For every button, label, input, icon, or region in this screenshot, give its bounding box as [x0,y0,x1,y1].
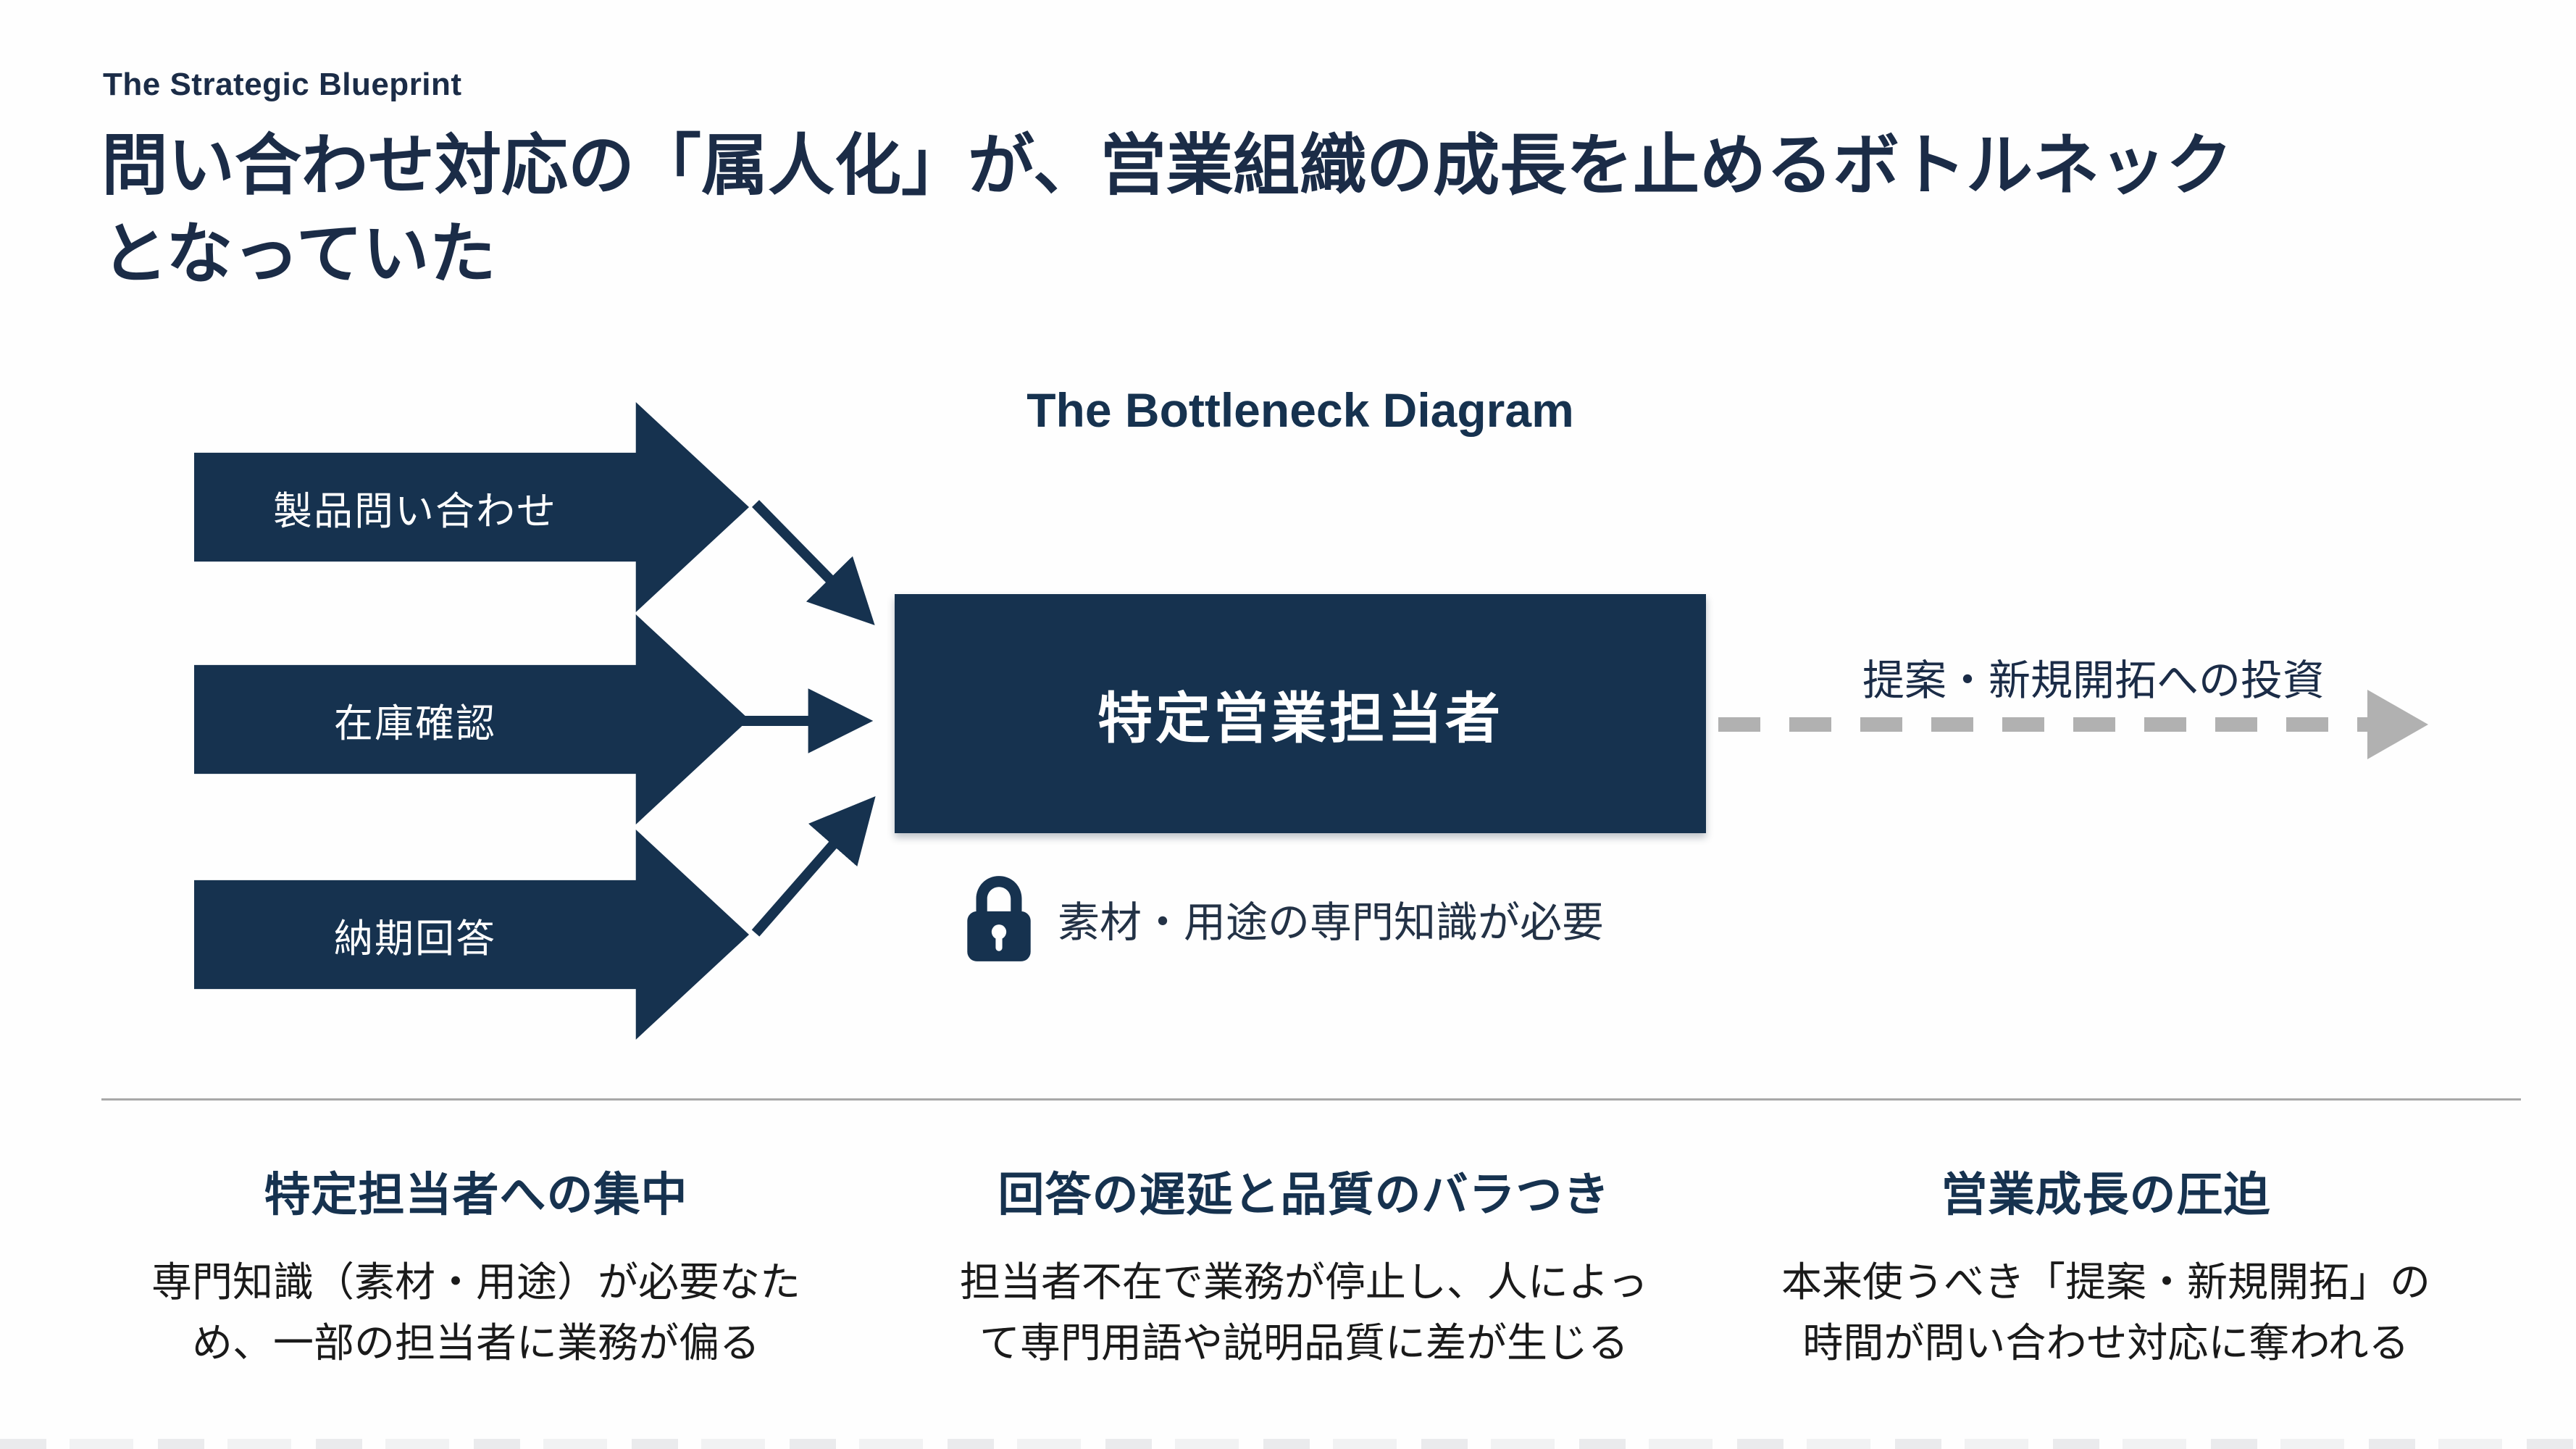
issue-heading: 特定担当者への集中 [264,1169,688,1221]
input-arrow-stock: 在庫確認 [194,614,749,824]
input-arrow-label: 在庫確認 [334,701,496,746]
issue-body: 本来使うべき「提案・新規開拓」の 時間が問い合わせ対応に奪われる [1781,1259,2430,1366]
diagram-heading: The Bottleneck Diagram [1026,383,1574,437]
issue-column-delay-quality: 回答の遅延と品質のバラつき 担当者不在で業務が停止し、人によっ て専門用語や説明… [906,1158,1702,1374]
issue-body: 専門知識（素材・用途）が必要なた め、一部の担当者に業務が偏る [151,1259,800,1366]
lock-icon [967,876,1031,961]
connector-bottom-icon [751,796,876,937]
lock-note-text: 素材・用途の専門知識が必要 [1058,899,1605,946]
output-arrow-label: 提案・新規開拓への投資 [1862,657,2325,704]
input-arrow-label: 納期回答 [334,916,496,961]
input-arrow-product: 製品問い合わせ [194,402,749,612]
cropped-text-artifact [0,1439,2576,1449]
issue-heading: 回答の遅延と品質のバラつき [998,1169,1610,1221]
issue-heading: 営業成長の圧迫 [1941,1169,2271,1221]
issue-body: 担当者不在で業務が停止し、人によっ て専門用語や説明品質に差が生じる [959,1259,1649,1366]
issue-column-concentration: 特定担当者への集中 専門知識（素材・用途）が必要なた め、一部の担当者に業務が偏… [78,1158,874,1374]
bottleneck-box: 特定営業担当者 [895,594,1706,833]
input-arrow-label: 製品問い合わせ [273,489,557,533]
issue-column-growth-pressure: 営業成長の圧迫 本来使うべき「提案・新規開拓」の 時間が問い合わせ対応に奪われる [1707,1158,2504,1374]
eyebrow-label: The Strategic Blueprint [103,67,462,102]
connector-top-icon [752,500,875,625]
input-arrow-delivery: 納期回答 [194,830,749,1040]
lock-note: 素材・用途の専門知識が必要 [962,868,1604,969]
section-divider [101,1098,2521,1101]
bottleneck-label: 特定営業担当者 [1097,688,1503,750]
slide-title: 問い合わせ対応の「属人化」が、営業組織の成長を止めるボトルネック となっていた [101,129,2233,292]
